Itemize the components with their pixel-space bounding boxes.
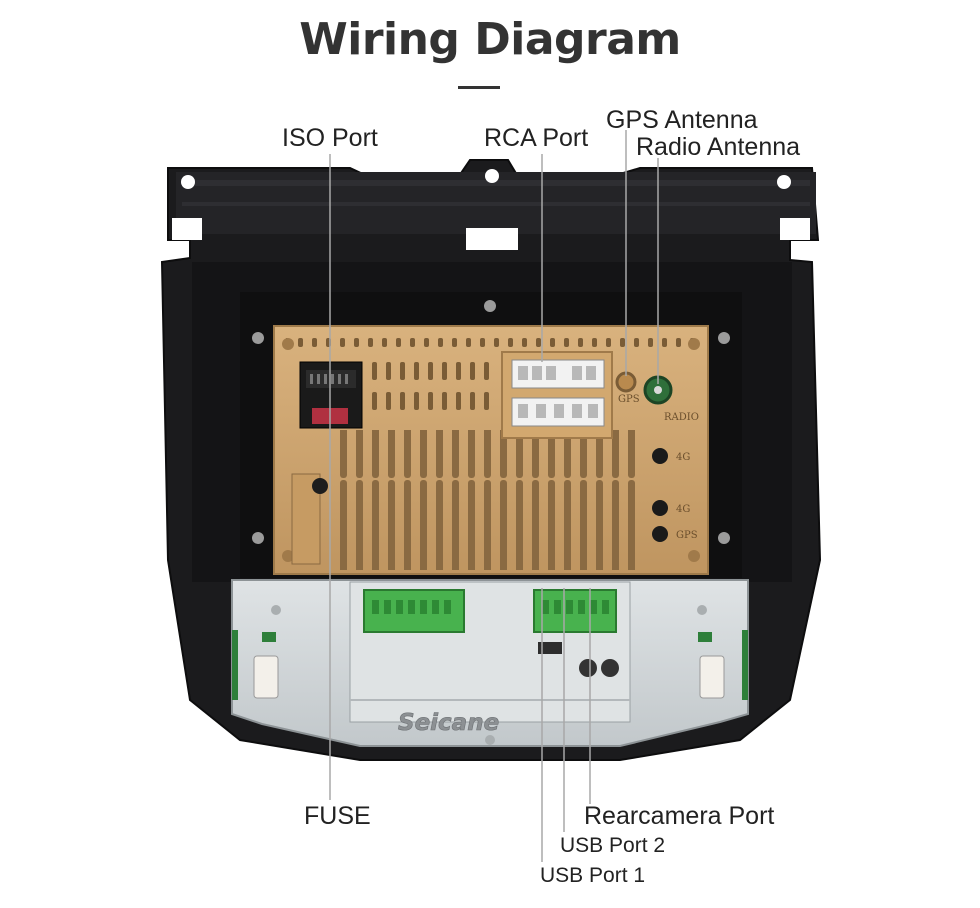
control-board: Seicane xyxy=(231,579,749,747)
port-gps-marking: GPS xyxy=(676,530,698,541)
port-4g-2-marking: 4G xyxy=(676,504,690,515)
radio-antenna-label: Radio Antenna xyxy=(636,133,801,161)
usb-port-2-label: USB Port 2 xyxy=(560,834,666,857)
brand-logo: Seicane xyxy=(398,710,499,736)
radio-antenna-socket: RADIO xyxy=(643,375,699,423)
radio-marking: RADIO xyxy=(664,412,699,423)
radio-chassis xyxy=(273,325,709,575)
rearcamera-port-label: Rearcamera Port xyxy=(584,802,775,830)
rca-port-label: RCA Port xyxy=(484,124,589,152)
side-ports: 4G 4G GPS xyxy=(652,448,698,542)
page-title: Wiring Diagram xyxy=(299,14,681,65)
gps-antenna-socket: GPS xyxy=(615,371,640,405)
usb-port-1-label: USB Port 1 xyxy=(540,864,646,887)
iso-connector xyxy=(299,361,363,429)
iso-port-label: ISO Port xyxy=(282,124,378,152)
fuse-label: FUSE xyxy=(304,802,371,830)
leader-lines xyxy=(329,130,659,862)
rca-connectors xyxy=(511,359,605,427)
title-underline xyxy=(458,86,500,89)
gps-antenna-label: GPS Antenna xyxy=(606,106,758,134)
port-4g-1-marking: 4G xyxy=(676,452,690,463)
gps-marking: GPS xyxy=(618,394,640,405)
